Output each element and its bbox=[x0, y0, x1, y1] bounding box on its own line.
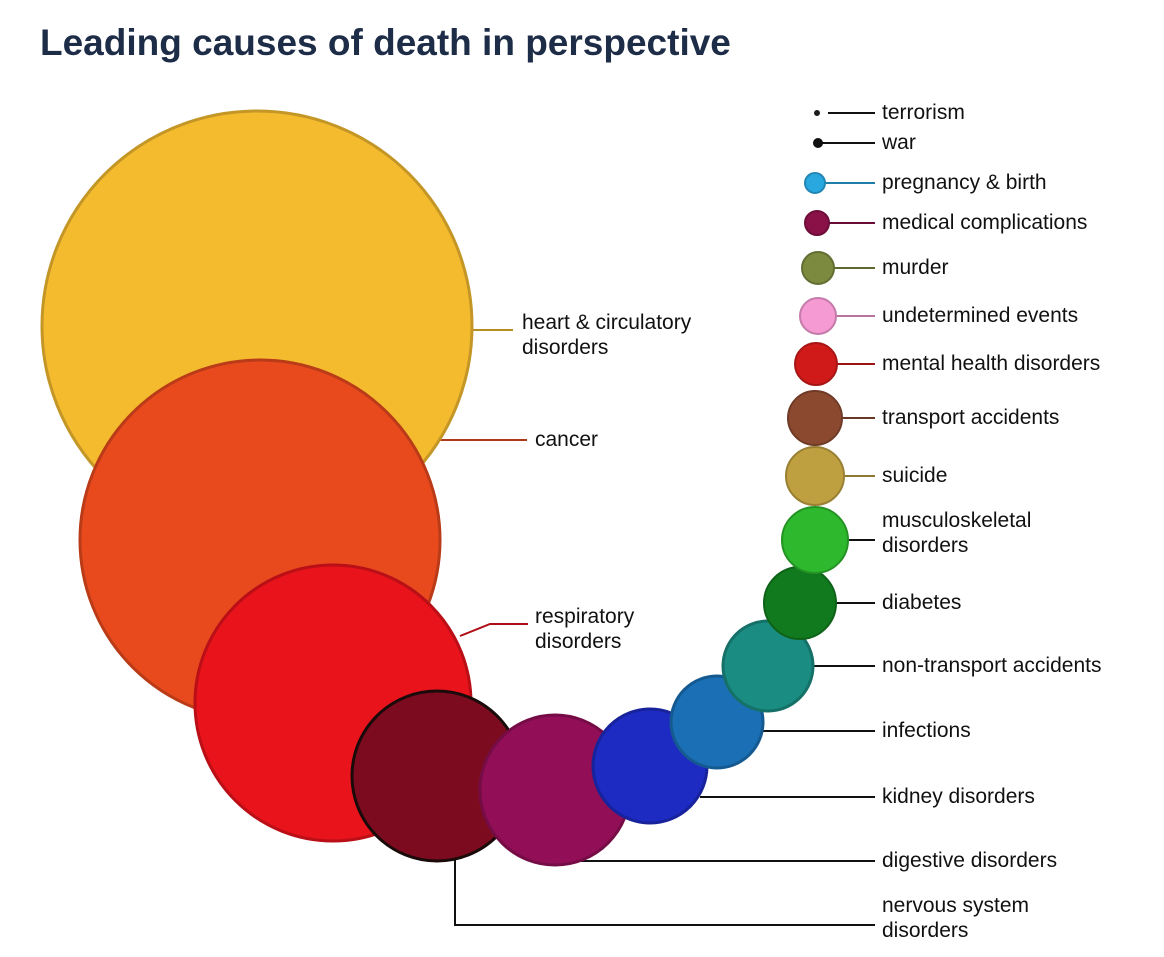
heart-circulatory-disorders-label-line: disorders bbox=[522, 336, 608, 359]
mental-health-disorders-bubble bbox=[794, 342, 838, 386]
diabetes-label: diabetes bbox=[882, 591, 961, 614]
suicide-bubble bbox=[785, 446, 845, 506]
nervous-system-disorders-label-line: disorders bbox=[882, 919, 968, 942]
respiratory-disorders-label-line: disorders bbox=[535, 630, 621, 653]
infections-label: infections bbox=[882, 719, 971, 742]
transport-accidents-label-line: transport accidents bbox=[882, 406, 1059, 429]
heart-circulatory-disorders-label-line: heart & circulatory bbox=[522, 311, 692, 334]
undetermined-events-label: undetermined events bbox=[882, 304, 1078, 327]
suicide-label: suicide bbox=[882, 464, 947, 487]
murder-bubble bbox=[801, 251, 835, 285]
diabetes-bubble bbox=[763, 566, 837, 640]
respiratory-disorders-label-line: respiratory bbox=[535, 605, 635, 628]
terrorism-label: terrorism bbox=[882, 101, 965, 124]
pregnancy-birth-bubble bbox=[804, 172, 826, 194]
pregnancy-birth-label: pregnancy & birth bbox=[882, 171, 1047, 194]
digestive-disorders-label-line: digestive disorders bbox=[882, 849, 1057, 872]
infections-label-line: infections bbox=[882, 719, 971, 742]
undetermined-events-bubble bbox=[799, 297, 837, 335]
musculoskeletal-disorders-bubble bbox=[781, 506, 849, 574]
war-label-line: war bbox=[881, 131, 916, 154]
mental-health-disorders-label-line: mental health disorders bbox=[882, 352, 1100, 375]
terrorism-bubble bbox=[814, 110, 820, 116]
bubbles bbox=[40, 109, 849, 867]
cancer-label-line: cancer bbox=[535, 428, 598, 451]
leader-lines bbox=[422, 112, 875, 926]
transport-accidents-bubble bbox=[787, 390, 843, 446]
musculoskeletal-disorders-label-line: disorders bbox=[882, 534, 968, 557]
diabetes-label-line: diabetes bbox=[882, 591, 961, 614]
medical-complications-bubble bbox=[804, 210, 830, 236]
kidney-disorders-label: kidney disorders bbox=[882, 785, 1035, 808]
page-title: Leading causes of death in perspective bbox=[40, 22, 731, 63]
terrorism-label-line: terrorism bbox=[882, 101, 965, 124]
murder-label: murder bbox=[882, 256, 949, 279]
transport-accidents-label: transport accidents bbox=[882, 406, 1059, 429]
mental-health-disorders-label: mental health disorders bbox=[882, 352, 1100, 375]
respiratory-disorders-leader-line bbox=[459, 623, 528, 637]
nervous-system-disorders-leader-line bbox=[454, 860, 875, 926]
labels: terrorism war pregnancy & birth medical com… bbox=[522, 101, 1101, 942]
non-transport-accidents-label-line: non-transport accidents bbox=[882, 654, 1101, 677]
war-label: war bbox=[881, 131, 916, 154]
war-bubble bbox=[813, 138, 823, 148]
kidney-disorders-label-line: kidney disorders bbox=[882, 785, 1035, 808]
non-transport-accidents-label: non-transport accidents bbox=[882, 654, 1101, 677]
musculoskeletal-disorders-label-line: musculoskeletal bbox=[882, 509, 1031, 532]
medical-complications-label: medical complications bbox=[882, 211, 1087, 234]
undetermined-events-label-line: undetermined events bbox=[882, 304, 1078, 327]
digestive-disorders-label: digestive disorders bbox=[882, 849, 1057, 872]
medical-complications-label-line: medical complications bbox=[882, 211, 1087, 234]
pregnancy-birth-label-line: pregnancy & birth bbox=[882, 171, 1047, 194]
nervous-system-disorders-label-line: nervous system bbox=[882, 894, 1029, 917]
murder-label-line: murder bbox=[882, 256, 949, 279]
suicide-label-line: suicide bbox=[882, 464, 947, 487]
cancer-label: cancer bbox=[535, 428, 598, 451]
